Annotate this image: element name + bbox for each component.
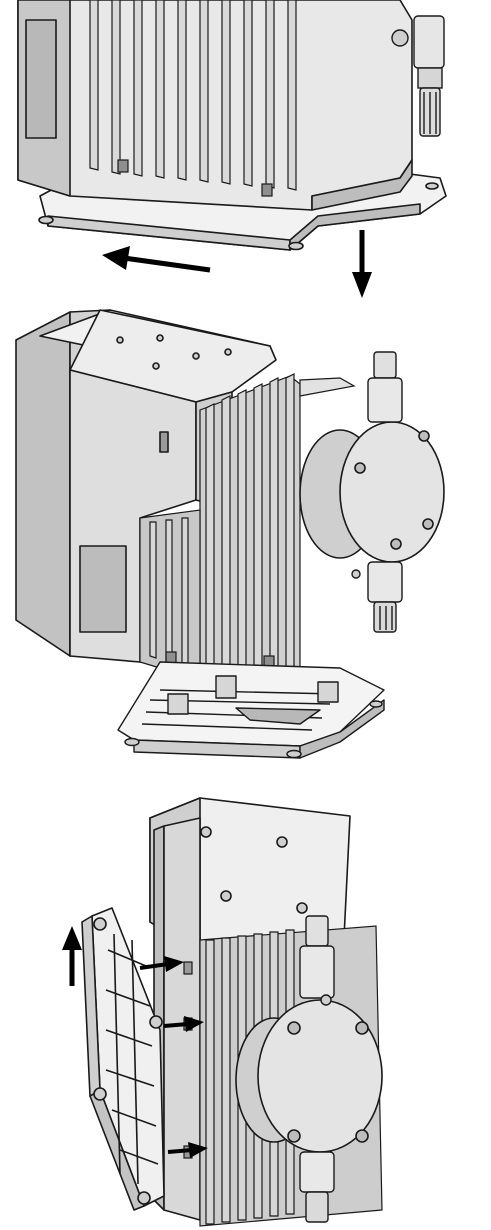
wall-bracket	[81, 907, 165, 1211]
mounting-plate	[117, 661, 385, 759]
pump-housing	[149, 797, 351, 1221]
valve-fitting	[391, 15, 445, 137]
cooling-fins	[89, 0, 297, 197]
valve-fitting	[351, 351, 403, 633]
panel-1-drawing	[17, 0, 447, 298]
arrow-up-icon	[62, 926, 82, 986]
panel-attach-bracket	[0, 790, 491, 1230]
arrow-right-icon	[167, 1142, 208, 1158]
panel-3-drawing	[62, 797, 383, 1227]
panel-pump-and-plate	[0, 300, 491, 780]
pump-housing	[17, 0, 413, 211]
arrow-left-icon	[102, 246, 211, 273]
arrow-right-icon	[139, 956, 184, 972]
pump-head	[235, 999, 383, 1153]
arrow-down-icon	[352, 230, 372, 298]
pump-head	[299, 421, 445, 563]
panel-remove-from-plate	[0, 0, 491, 300]
valve-fitting	[299, 915, 335, 1223]
arrow-right-icon	[163, 1016, 204, 1032]
panel-2-drawing	[15, 309, 445, 759]
